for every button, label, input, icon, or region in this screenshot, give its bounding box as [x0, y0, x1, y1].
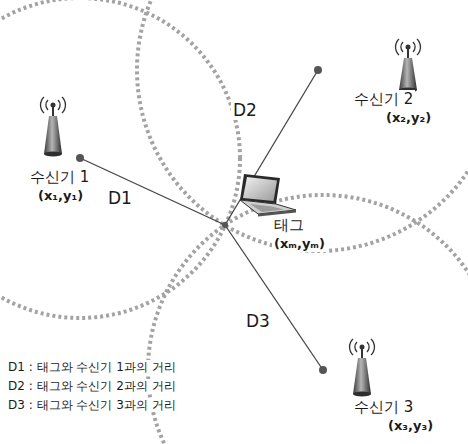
- laptop-icon: [240, 174, 296, 217]
- receiver-coordinate: (x₂,y₂): [384, 110, 433, 126]
- legend-note: D3 : 태그와 수신기 3과의 거리: [6, 398, 178, 412]
- distance-label: D2: [231, 100, 259, 120]
- receiver-name: 수신기 3: [352, 398, 415, 416]
- distance-lines: [80, 70, 323, 370]
- receiver-dot: [314, 66, 322, 74]
- receiver-coordinate: (x₁,y₁): [36, 188, 85, 204]
- distance-label: D3: [244, 311, 272, 331]
- legend-note: D2 : 태그와 수신기 2과의 거리: [6, 379, 178, 393]
- receiver-name: 수신기 2: [352, 90, 415, 108]
- distance-line: [225, 70, 318, 225]
- receiver-dot: [319, 366, 327, 374]
- receiver-name: 수신기 1: [28, 168, 91, 186]
- legend-note: D1 : 태그와 수신기 1과의 거리: [6, 360, 178, 374]
- range-circle: [148, 195, 468, 444]
- intersection-dot: [222, 222, 228, 228]
- tag-name: 태그: [272, 216, 306, 234]
- antenna-icon: [396, 39, 421, 93]
- antenna-icon: [350, 339, 375, 397]
- distance-label: D1: [106, 188, 134, 208]
- range-circle: [0, 0, 240, 318]
- tag-coordinate: (xₘ,yₘ): [272, 236, 327, 252]
- antenna-icon: [41, 97, 66, 157]
- receiver-coordinate: (x₃,y₃): [386, 418, 435, 434]
- distance-line: [80, 158, 225, 225]
- end-dots: [76, 66, 327, 374]
- receiver-dot: [76, 154, 84, 162]
- range-circle: [137, 0, 468, 251]
